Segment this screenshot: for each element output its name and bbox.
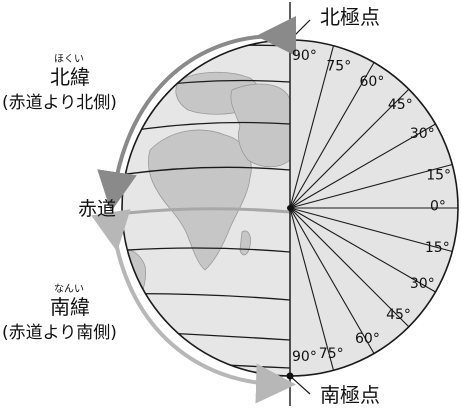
- south-lat-label: 南緯: [50, 295, 90, 319]
- north-pole-label: 北極点: [320, 5, 380, 29]
- latitude-ray: [289, 207, 453, 253]
- north-lat-note: (赤道より北側): [2, 93, 117, 113]
- latitude-ray: [289, 163, 453, 209]
- south-degree-label: 45°: [386, 307, 411, 323]
- south-pole-label: 南極点: [320, 383, 380, 407]
- globe-surface: [122, 40, 458, 376]
- latitude-ray: [289, 207, 410, 328]
- earth-center: [287, 205, 293, 211]
- north-lat-label: 北緯: [50, 65, 90, 89]
- latitude-ray: [289, 207, 335, 371]
- north-latitude-arrow: [97, 15, 297, 212]
- south-latitude-arrow: [91, 209, 296, 404]
- latitude-ray: [289, 207, 375, 354]
- north-degree-label: 75°: [326, 58, 351, 74]
- south-lat-ruby: なんい: [54, 283, 84, 295]
- latitude-ray: [289, 62, 375, 209]
- north-lat-ruby: ほくい: [54, 53, 84, 65]
- north-degree-label: 45°: [388, 97, 413, 113]
- latitude-ray: [289, 88, 410, 209]
- latitude-ray: [289, 123, 436, 209]
- south-degree-label: 15°: [425, 240, 450, 256]
- equator-label: 赤道: [78, 198, 116, 220]
- south-degree-label: 90°: [292, 349, 317, 365]
- south-degree-label: 75°: [319, 346, 344, 362]
- north-pole-leader: [289, 19, 311, 41]
- north-degree-label: 0°: [430, 198, 446, 214]
- latitude-ray: [289, 45, 335, 209]
- south-degree-label: 30°: [410, 276, 435, 292]
- south-pole-leader: [289, 375, 311, 395]
- south-lat-note: (赤道より南側): [2, 323, 117, 343]
- north-degree-label: 60°: [360, 74, 385, 90]
- north-degree-label: 90°: [292, 48, 317, 64]
- south-degree-label: 60°: [355, 331, 380, 347]
- latitude-ray: [289, 207, 436, 293]
- north-degree-label: 15°: [426, 167, 451, 183]
- north-degree-label: 30°: [410, 126, 435, 142]
